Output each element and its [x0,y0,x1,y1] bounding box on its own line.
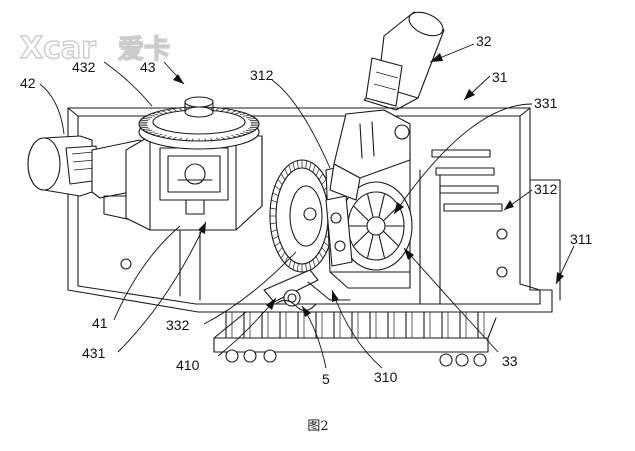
leader-lines [39,43,575,369]
label-310: 310 [374,369,398,385]
label-311: 311 [570,231,593,247]
label-43: 43 [140,59,156,75]
right-motor [363,11,445,111]
label-32: 32 [476,33,492,49]
label-432: 432 [72,59,96,75]
motor-bracket [329,109,411,201]
label-431: 431 [82,345,106,361]
label-42: 42 [20,75,36,91]
label-5: 5 [322,371,330,387]
reference-labels: 32 31 331 312 312 311 33 310 5 410 332 4… [20,33,593,387]
label-41: 41 [92,315,108,331]
top-gear [138,96,260,150]
label-332: 332 [166,317,190,333]
label-312-upper: 312 [250,67,274,83]
watermark-brand-cn: 爱卡 [118,35,170,65]
label-410: 410 [176,357,200,373]
xcar-watermark-logo: Xcar 爱卡 [19,30,170,66]
label-312-right: 312 [534,181,558,197]
sector-gear [269,159,335,273]
spring-lever [263,269,351,312]
figure-caption: 图2 [307,419,328,434]
label-31: 31 [492,69,508,85]
left-motor [27,135,151,221]
label-33: 33 [502,353,518,369]
watermark-brand-latin: Xcar [20,31,96,66]
left-gear-housing [125,135,263,231]
label-331: 331 [534,95,558,111]
bottom-comb [213,311,497,367]
